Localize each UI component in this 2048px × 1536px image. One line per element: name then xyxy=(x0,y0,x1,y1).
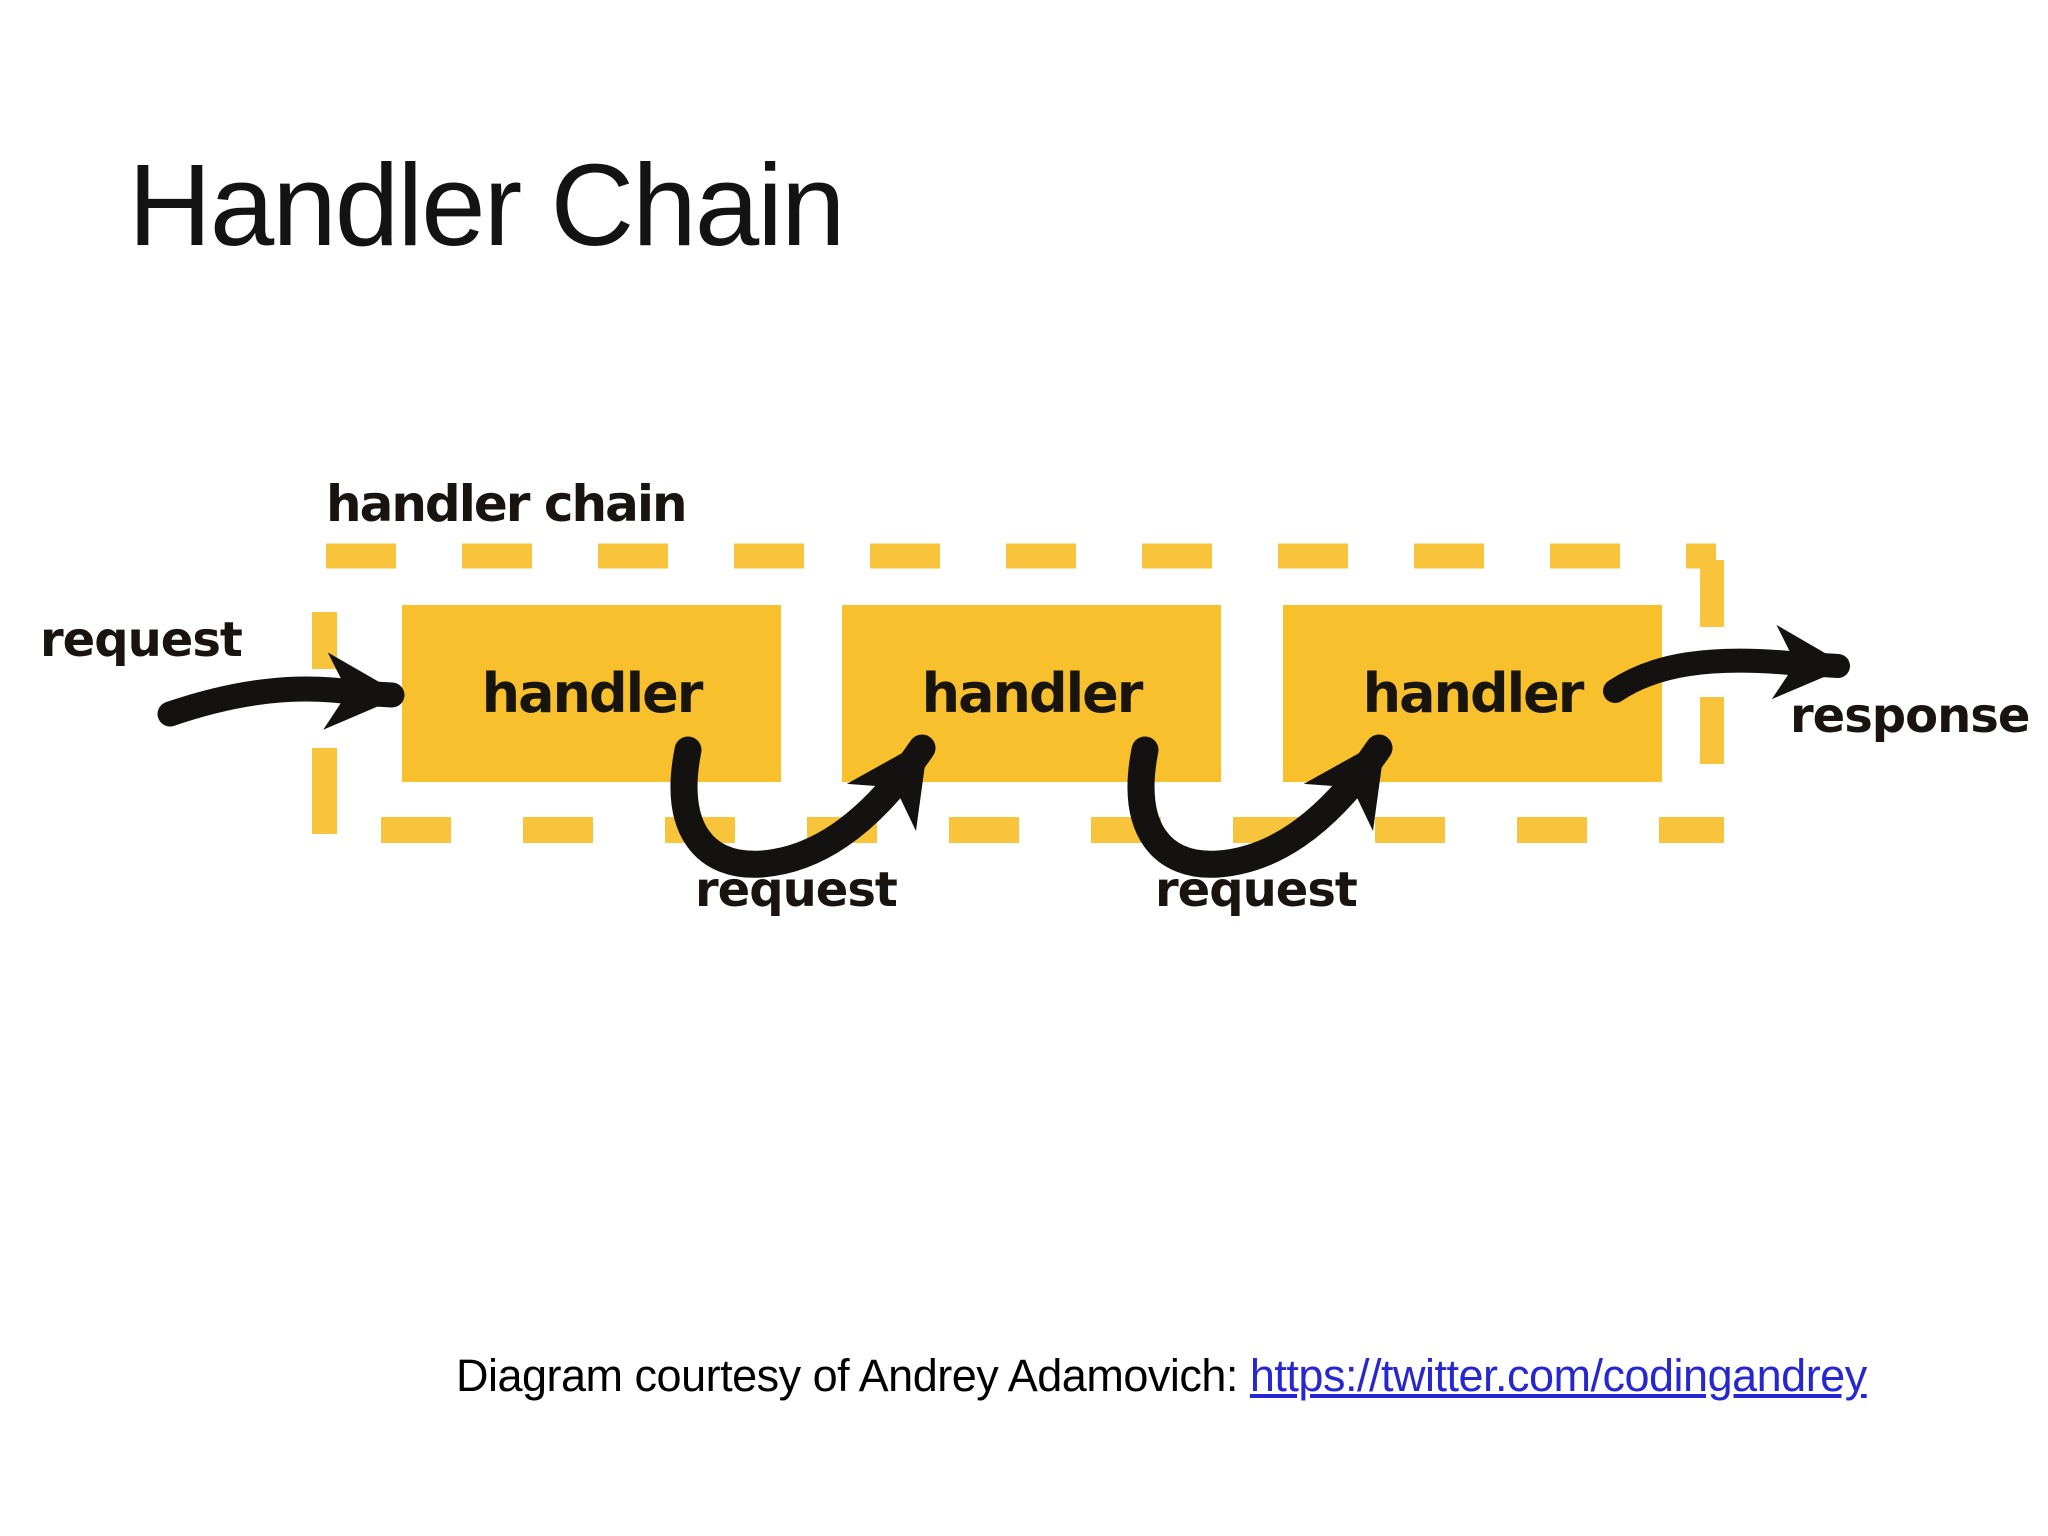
handler-box-3-label: handler xyxy=(1362,661,1585,725)
attribution-line: Diagram courtesy of Andrey Adamovich: ht… xyxy=(456,1350,1867,1402)
handler-box-2: handler xyxy=(842,605,1221,782)
request-between-1-2-label: request xyxy=(695,862,898,918)
response-label: response xyxy=(1790,688,2030,744)
handler-box-2-label: handler xyxy=(921,661,1144,725)
handler-box-3: handler xyxy=(1283,605,1662,782)
request-in-label: request xyxy=(40,612,243,668)
handler-box-1: handler xyxy=(402,605,781,782)
slide-title: Handler Chain xyxy=(128,140,846,270)
request-between-2-3-label: request xyxy=(1155,862,1358,918)
handler-chain-caption: handler chain xyxy=(326,475,688,533)
attribution-link[interactable]: https://twitter.com/codingandrey xyxy=(1249,1350,1867,1401)
attribution-text: Diagram courtesy of Andrey Adamovich: xyxy=(456,1350,1250,1401)
handler-box-1-label: handler xyxy=(481,661,704,725)
request-arrow xyxy=(157,652,405,730)
